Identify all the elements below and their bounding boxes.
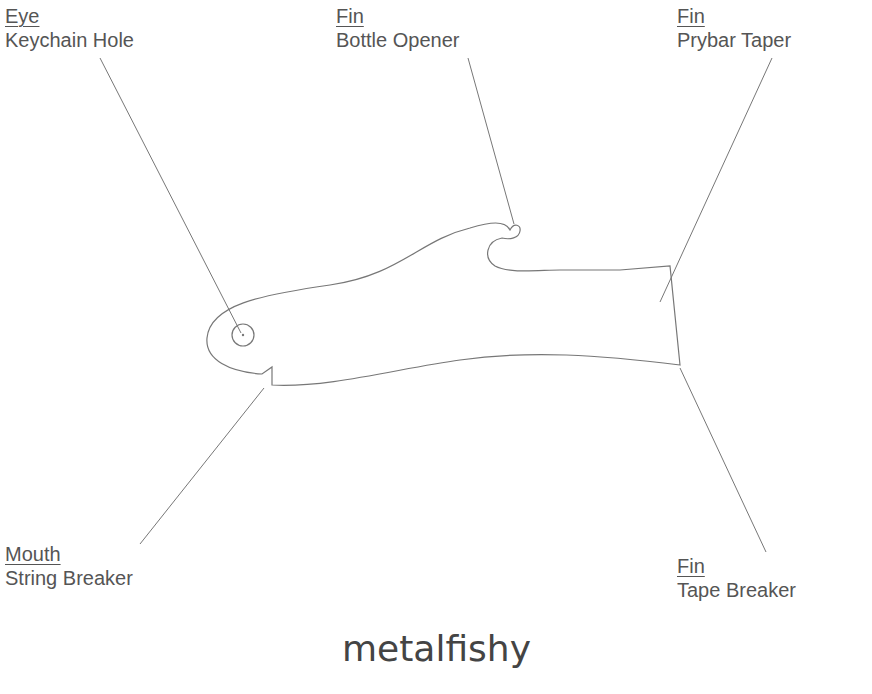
function-name: Bottle Opener [336, 28, 459, 52]
part-name: Fin [677, 4, 705, 28]
part-name: Mouth [5, 542, 61, 566]
leader-line [100, 58, 241, 333]
function-name: Tape Breaker [677, 578, 796, 602]
leader-line [680, 368, 766, 552]
eye-dot [242, 334, 244, 336]
fish-outline [207, 223, 680, 385]
caption: metalfishy [342, 628, 531, 669]
leader-line [468, 58, 514, 224]
eye-hole [232, 324, 254, 346]
part-name: Fin [677, 554, 705, 578]
function-name: String Breaker [5, 566, 133, 590]
leader-line [140, 388, 264, 544]
leader-line [660, 58, 772, 302]
function-name: Keychain Hole [5, 28, 134, 52]
function-name: Prybar Taper [677, 28, 791, 52]
part-name: Fin [336, 4, 364, 28]
part-name: Eye [5, 4, 39, 28]
